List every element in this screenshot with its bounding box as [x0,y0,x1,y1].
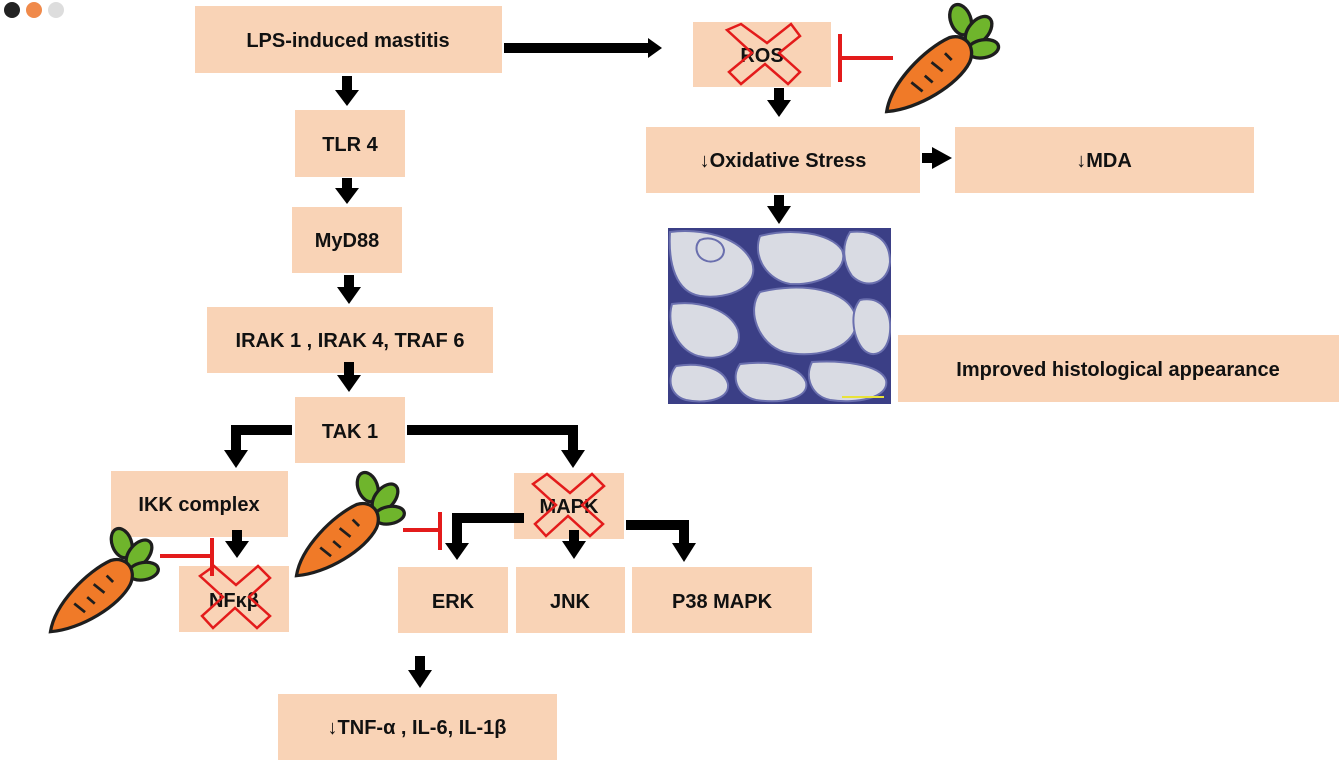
node-myd88: MyD88 [292,207,402,273]
svg-text:JNK: JNK [550,591,591,613]
carrot-icon [885,0,1002,114]
node-erk: ERK [398,567,508,633]
window-dot-minimize[interactable] [26,2,42,18]
svg-text:TAK 1: TAK 1 [322,421,378,443]
node-tlr4: TLR 4 [295,110,405,177]
svg-text:ERK: ERK [432,591,475,613]
carrot-icon [48,523,162,634]
arrow-tlr4-to-myd88 [335,178,359,204]
arrow-lps-to-ros [504,38,662,58]
node-jnk: JNK [516,567,625,633]
svg-text:↓Oxidative Stress: ↓Oxidative Stress [700,150,867,172]
node-ros: ROS [693,22,831,87]
arrow-tak1-to-ikk [224,425,292,468]
node-irak: IRAK 1 , IRAK 4, TRAF 6 [207,307,493,373]
svg-text:↓MDA: ↓MDA [1076,150,1132,172]
svg-text:P38 MAPK: P38 MAPK [672,591,773,613]
carrot-icon [294,467,408,578]
node-tak1: TAK 1 [295,397,405,463]
x-mark-ros [724,22,802,86]
inhibition-ros [838,34,893,82]
node-histology: Improved histological appearance [898,335,1339,402]
svg-text:LPS-induced mastitis: LPS-induced mastitis [246,30,449,52]
node-lps: LPS-induced mastitis [195,6,502,73]
arrow-mapk-to-jnk [562,530,586,559]
node-p38: P38 MAPK [632,567,812,633]
svg-text:TLR 4: TLR 4 [322,134,378,156]
arrows [224,38,952,688]
arrow-oxidative-to-histology [767,195,791,224]
arrow-irak-to-tak1 [337,362,361,392]
inhibition-nfkb [160,538,214,576]
window-dot-close[interactable] [4,2,20,18]
arrow-to-tnf [408,656,432,688]
arrow-oxidative-to-mda [922,147,952,169]
svg-text:IRAK 1 , IRAK 4, TRAF 6: IRAK 1 , IRAK 4, TRAF 6 [236,330,465,352]
node-mda: ↓MDA [955,127,1254,193]
svg-text:IKK complex: IKK complex [138,494,259,516]
arrow-tak1-to-mapk [407,425,585,468]
svg-text:MyD88: MyD88 [315,230,379,252]
window-dot-maximize[interactable] [48,2,64,18]
svg-text:Improved histological appearan: Improved histological appearance [956,359,1279,381]
inhibition-mapk-erk [403,512,442,550]
node-oxidative-stress: ↓Oxidative Stress [646,127,920,193]
x-mark-nfkb [198,564,272,630]
arrow-myd88-to-irak [337,275,361,304]
node-mapk: MAPK [514,473,624,539]
histology-micrograph [668,228,891,404]
svg-text:ROS: ROS [740,45,783,67]
x-mark-mapk [531,472,606,538]
node-nfkb: NFκβ [179,566,289,632]
arrow-mapk-to-erk [445,513,524,560]
node-tnf: ↓TNF-α , IL-6, IL-1β [278,694,557,760]
arrow-ikk-to-nfkb [225,530,249,558]
arrow-ros-to-oxidative [767,88,791,117]
arrow-lps-to-tlr4 [335,76,359,106]
node-ikk: IKK complex [111,471,288,537]
svg-text:↓TNF-α , IL-6, IL-1β: ↓TNF-α , IL-6, IL-1β [328,717,507,739]
arrow-mapk-to-p38 [626,520,696,562]
svg-text:MAPK: MAPK [540,496,599,518]
